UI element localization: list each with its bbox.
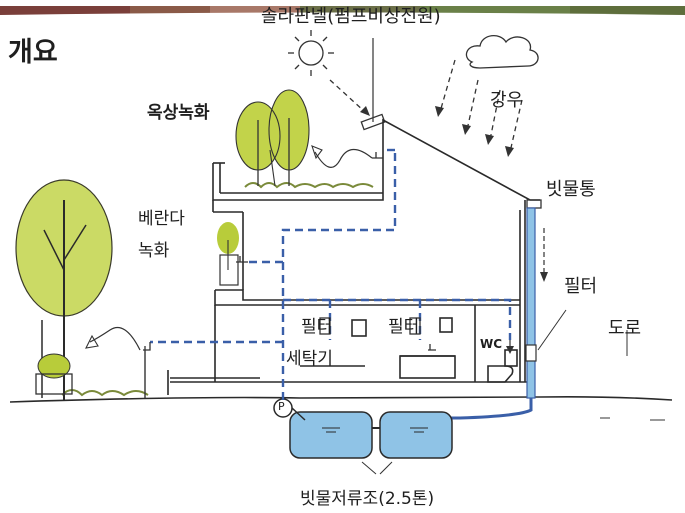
rooftop-green-label: 옥상녹화 xyxy=(147,103,210,123)
rain-gutter-label: 빗물통 xyxy=(546,179,596,200)
rainwater-tank-label: 빗물저류조(2.5톤) xyxy=(300,489,435,509)
road-label: 도로 xyxy=(608,318,642,339)
ground-vegetation xyxy=(61,389,149,397)
filter-box xyxy=(525,344,537,362)
washing-machine-label: 세탁기 xyxy=(286,349,333,369)
filter-2-label: 필터 xyxy=(388,317,420,337)
pump-label: P xyxy=(278,400,285,413)
sunlight-arrow xyxy=(329,79,366,113)
balcony-plant xyxy=(217,222,239,286)
rain-arrows xyxy=(439,59,523,153)
rain-gutter xyxy=(526,199,542,209)
shrub-left xyxy=(35,353,73,395)
wc-label: WC xyxy=(480,337,503,351)
rainwater-tank xyxy=(289,411,453,459)
rooftop-trees xyxy=(235,89,310,187)
filter-1-label: 필터 xyxy=(301,317,333,337)
top-photo-strip xyxy=(0,0,685,15)
inflow-pipe xyxy=(448,398,533,420)
filter-right-label: 필터 xyxy=(564,276,598,297)
page-title: 개요 xyxy=(8,37,58,68)
house-outline xyxy=(167,118,540,395)
balcony-label-line1: 베란다 xyxy=(138,209,185,229)
filter-label-line xyxy=(537,309,567,351)
cloud-icon xyxy=(465,35,539,69)
faucets xyxy=(143,152,436,351)
ground-line xyxy=(9,396,673,403)
rooftop-grass xyxy=(244,182,374,189)
rooftop-spray xyxy=(314,148,373,168)
downpipe xyxy=(526,207,536,399)
balcony-label-line2: 녹화 xyxy=(138,241,170,261)
garden-spray xyxy=(89,326,141,351)
rainfall-label: 강우 xyxy=(490,90,524,111)
sun-icon xyxy=(288,30,334,76)
solar-panel-label: 솔라판넬(펌프비상전원) xyxy=(261,6,441,27)
tank-label-line xyxy=(361,461,377,475)
solar-panel xyxy=(360,113,386,131)
